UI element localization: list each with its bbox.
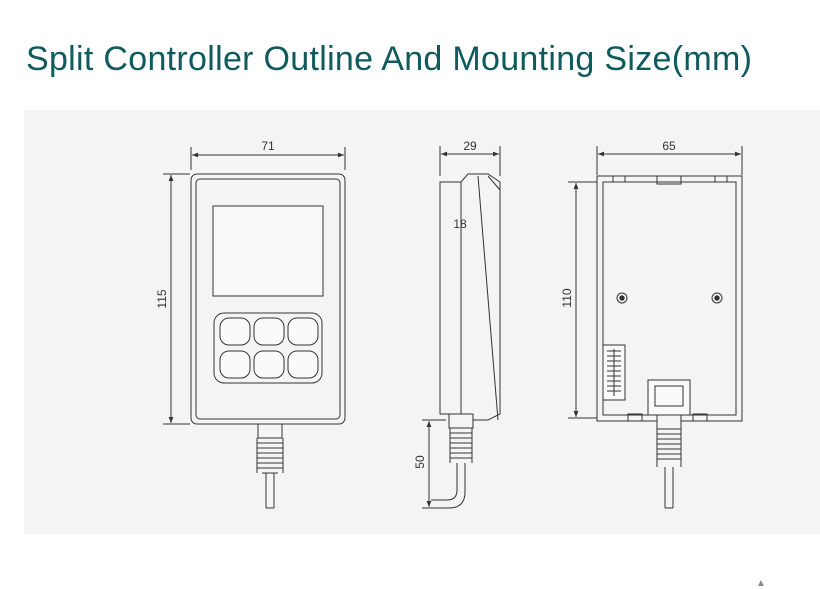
back-width-label: 65 bbox=[662, 139, 676, 153]
mounting-screw-left bbox=[616, 292, 628, 304]
side-cable-strain-relief bbox=[449, 428, 473, 463]
side-cable-connector bbox=[448, 413, 474, 429]
keypad-button bbox=[287, 317, 319, 346]
side-inner-depth-label: 18 bbox=[453, 217, 467, 231]
keypad-button bbox=[287, 350, 319, 379]
side-face-taper bbox=[477, 175, 499, 421]
front-cable-connector bbox=[257, 423, 283, 439]
corner-mark: ▲ bbox=[756, 578, 766, 589]
side-cable-bend-outer bbox=[431, 463, 458, 501]
keypad-button bbox=[219, 317, 251, 346]
controller-front-bezel bbox=[195, 178, 341, 420]
front-view bbox=[163, 147, 346, 509]
front-height-label: 115 bbox=[155, 289, 169, 308]
side-view bbox=[422, 146, 501, 509]
side-depth-label: 29 bbox=[463, 139, 477, 153]
keypad-button bbox=[253, 317, 285, 346]
cable-length-label: 50 bbox=[413, 455, 427, 469]
back-view bbox=[568, 146, 743, 509]
front-cable-strain-relief bbox=[256, 438, 284, 474]
keypad-buttons bbox=[219, 317, 319, 379]
keypad-button bbox=[219, 350, 251, 379]
back-height-label: 110 bbox=[560, 288, 574, 307]
side-cable-bend-inner bbox=[431, 463, 466, 509]
back-cable-connector bbox=[656, 414, 682, 430]
back-clip-top-left bbox=[612, 175, 626, 183]
lcd-screen bbox=[212, 205, 324, 297]
keypad-frame bbox=[213, 312, 323, 384]
side-top-chamfer bbox=[487, 175, 501, 191]
rj-connector-socket bbox=[647, 379, 691, 416]
back-clip-top-right bbox=[714, 175, 728, 183]
terminal-pins bbox=[607, 349, 621, 396]
mounting-screw-right bbox=[711, 292, 723, 304]
back-clip-top-center bbox=[656, 175, 682, 185]
page-title: Split Controller Outline And Mounting Si… bbox=[26, 40, 753, 78]
keypad-button bbox=[253, 350, 285, 379]
controller-side-body bbox=[439, 173, 501, 421]
back-cable-strain-relief bbox=[656, 429, 682, 467]
back-clip-bottom-right bbox=[692, 413, 708, 422]
back-clip-bottom-left bbox=[627, 413, 643, 422]
rj-connector-port bbox=[654, 385, 684, 407]
front-width-label: 71 bbox=[261, 139, 275, 153]
